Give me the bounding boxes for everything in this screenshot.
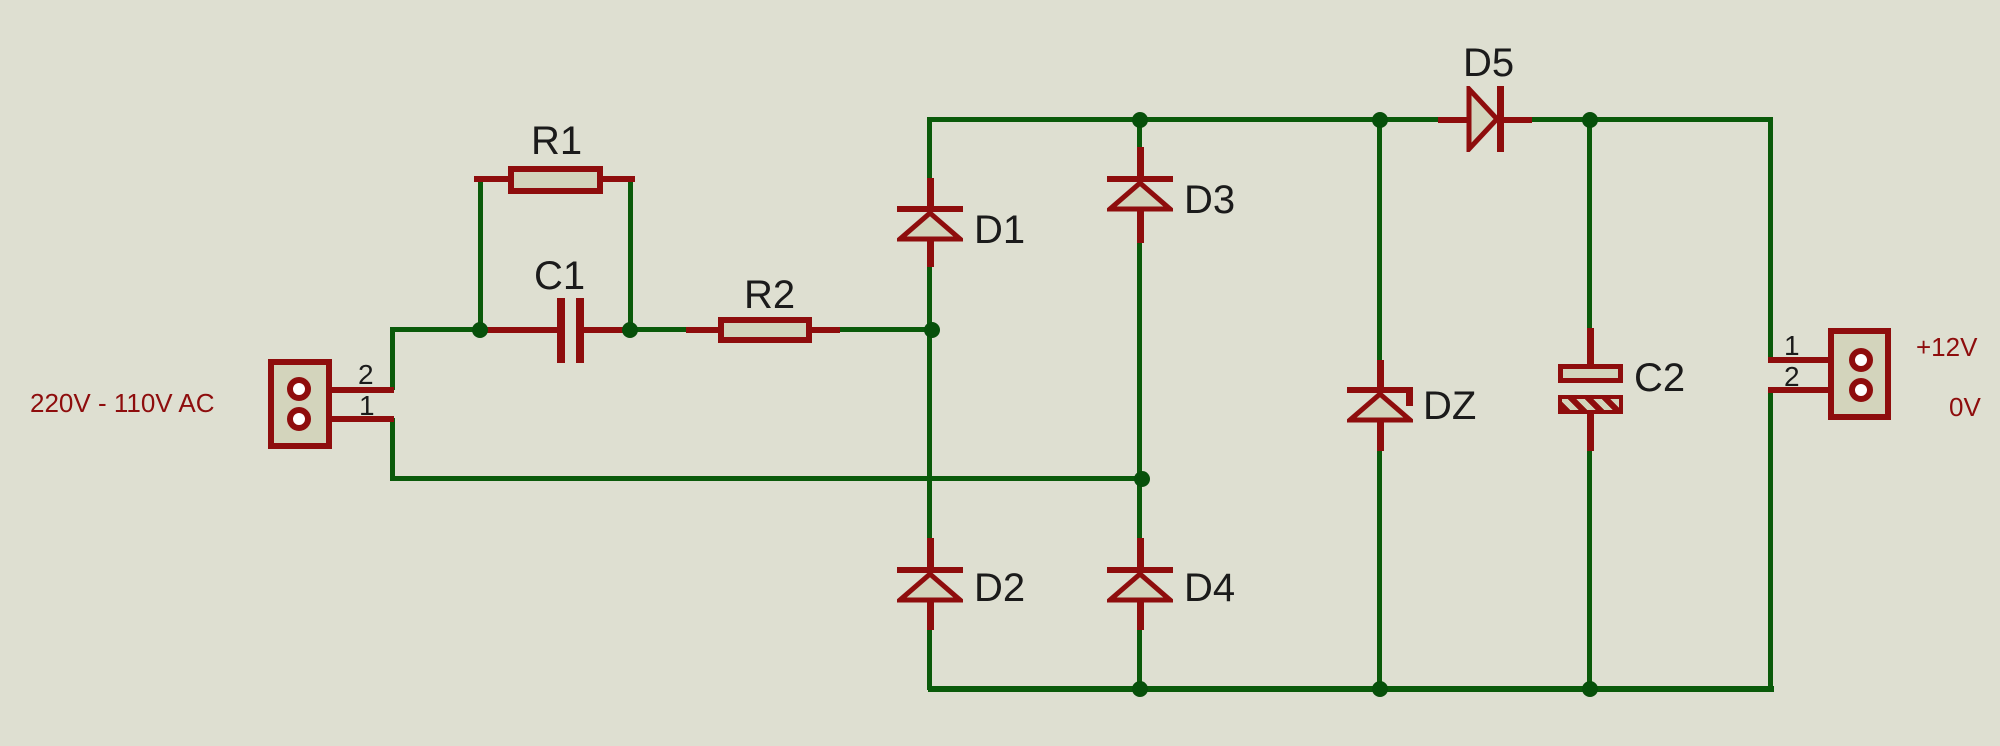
wire-r1-left-leg[interactable] — [478, 176, 483, 331]
wire-d4-bottom[interactable] — [1137, 629, 1142, 690]
junction-dot — [1132, 112, 1148, 128]
diode-d2-symbol[interactable] — [897, 567, 963, 603]
d5-left-stub — [1438, 117, 1468, 123]
d4-top-stub — [1137, 538, 1144, 569]
d4-bottom-stub — [1137, 599, 1144, 630]
output-pin1-wire — [1768, 357, 1854, 363]
input-pin2-number: 2 — [358, 359, 374, 390]
label-c1[interactable]: C1 — [534, 254, 586, 298]
wire-output-pin2-drop[interactable] — [1768, 388, 1773, 690]
wire-r1-right-leg[interactable] — [628, 176, 633, 331]
output-0v-label[interactable]: 0V — [1949, 392, 1981, 422]
label-d5[interactable]: D5 — [1463, 41, 1515, 85]
wire-d1-d2-mid[interactable] — [927, 264, 932, 540]
junction-dot — [924, 322, 940, 338]
output-connector-pin2-hole — [1849, 378, 1873, 402]
output-plus12v-label[interactable]: +12V — [1916, 332, 1978, 362]
d5-right-stub — [1502, 117, 1532, 123]
input-pin1-wire — [310, 416, 394, 422]
capacitor-c2-negative-plate[interactable] — [1558, 395, 1623, 414]
output-connector-body[interactable] — [1828, 328, 1891, 420]
wire-d2-bottom[interactable] — [927, 629, 932, 690]
c1-right-stub — [583, 327, 628, 333]
output-pin2-wire — [1768, 387, 1854, 393]
junction-dot — [1582, 112, 1598, 128]
d2-top-stub — [927, 538, 934, 569]
capacitor-c1-left-plate[interactable] — [557, 298, 565, 363]
resistor-r2-body[interactable] — [718, 317, 812, 343]
d1-bottom-stub — [927, 238, 934, 267]
wire-input-pin2-riser[interactable] — [390, 327, 395, 390]
d3-bottom-stub — [1137, 208, 1144, 243]
input-pin2-wire — [310, 387, 394, 393]
input-pin1-number: 1 — [359, 390, 375, 421]
wire-bottom-rail[interactable] — [928, 686, 1774, 692]
diode-d3-symbol[interactable] — [1107, 176, 1173, 212]
junction-dot — [1134, 471, 1150, 487]
c2-top-stub — [1587, 328, 1594, 366]
diode-d4-symbol[interactable] — [1107, 567, 1173, 603]
label-d2[interactable]: D2 — [974, 566, 1026, 610]
label-c2[interactable]: C2 — [1634, 356, 1686, 400]
capacitor-c1-right-plate[interactable] — [576, 298, 584, 363]
label-d4[interactable]: D4 — [1184, 566, 1236, 610]
junction-dot — [1372, 681, 1388, 697]
d1-top-stub — [927, 178, 934, 209]
dz-top-stub — [1377, 360, 1384, 389]
dz-bottom-stub — [1377, 419, 1384, 451]
wire-c2-top[interactable] — [1587, 117, 1592, 330]
input-connector-pin1-hole — [287, 407, 311, 431]
diode-d5-symbol[interactable] — [1466, 86, 1504, 152]
r1-left-stub — [474, 176, 510, 182]
wire-output-pin1-riser[interactable] — [1768, 117, 1773, 360]
label-d1[interactable]: D1 — [974, 208, 1026, 252]
wire-ac-bottom[interactable] — [390, 476, 1142, 481]
wire-input-pin1-drop[interactable] — [390, 418, 395, 480]
label-r1[interactable]: R1 — [531, 119, 583, 163]
c2-bottom-stub — [1587, 412, 1594, 451]
wire-top-rail-left[interactable] — [928, 117, 1440, 122]
wire-d3-top[interactable] — [1137, 117, 1142, 149]
r1-right-stub — [601, 176, 635, 182]
wire-c2-bottom[interactable] — [1587, 450, 1592, 690]
junction-dot — [472, 322, 488, 338]
label-d3[interactable]: D3 — [1184, 178, 1236, 222]
junction-dot — [622, 322, 638, 338]
input-voltage-label[interactable]: 220V - 110V AC — [30, 388, 215, 418]
zener-dz-symbol[interactable] — [1347, 387, 1413, 423]
r2-left-stub — [686, 327, 720, 333]
wire-ac-top-a[interactable] — [392, 327, 486, 332]
wire-top-rail-right[interactable] — [1530, 117, 1772, 122]
label-dz[interactable]: DZ — [1423, 384, 1477, 428]
wire-d3-d4-mid[interactable] — [1137, 242, 1142, 540]
output-pin1-number: 1 — [1784, 330, 1800, 361]
resistor-r1-body[interactable] — [508, 166, 603, 194]
wire-dz-bottom[interactable] — [1377, 450, 1382, 690]
wire-dz-top[interactable] — [1377, 117, 1382, 362]
input-connector-body[interactable] — [268, 359, 332, 449]
wire-d1-top[interactable] — [927, 117, 932, 179]
wire-ac-top-b[interactable] — [626, 327, 692, 332]
junction-dot — [1372, 112, 1388, 128]
output-pin2-number: 2 — [1784, 361, 1800, 392]
junction-dot — [1132, 681, 1148, 697]
diode-d1-symbol[interactable] — [897, 206, 963, 242]
label-r2[interactable]: R2 — [744, 273, 796, 317]
junction-dot — [1582, 681, 1598, 697]
d3-top-stub — [1137, 147, 1144, 178]
input-connector-pin2-hole — [287, 377, 311, 401]
wire-ac-top-c[interactable] — [838, 327, 934, 332]
capacitor-c2-positive-plate[interactable] — [1558, 364, 1623, 383]
d2-bottom-stub — [927, 599, 934, 630]
c1-left-stub — [484, 327, 558, 333]
output-connector-pin1-hole — [1849, 348, 1873, 372]
r2-right-stub — [811, 327, 840, 333]
